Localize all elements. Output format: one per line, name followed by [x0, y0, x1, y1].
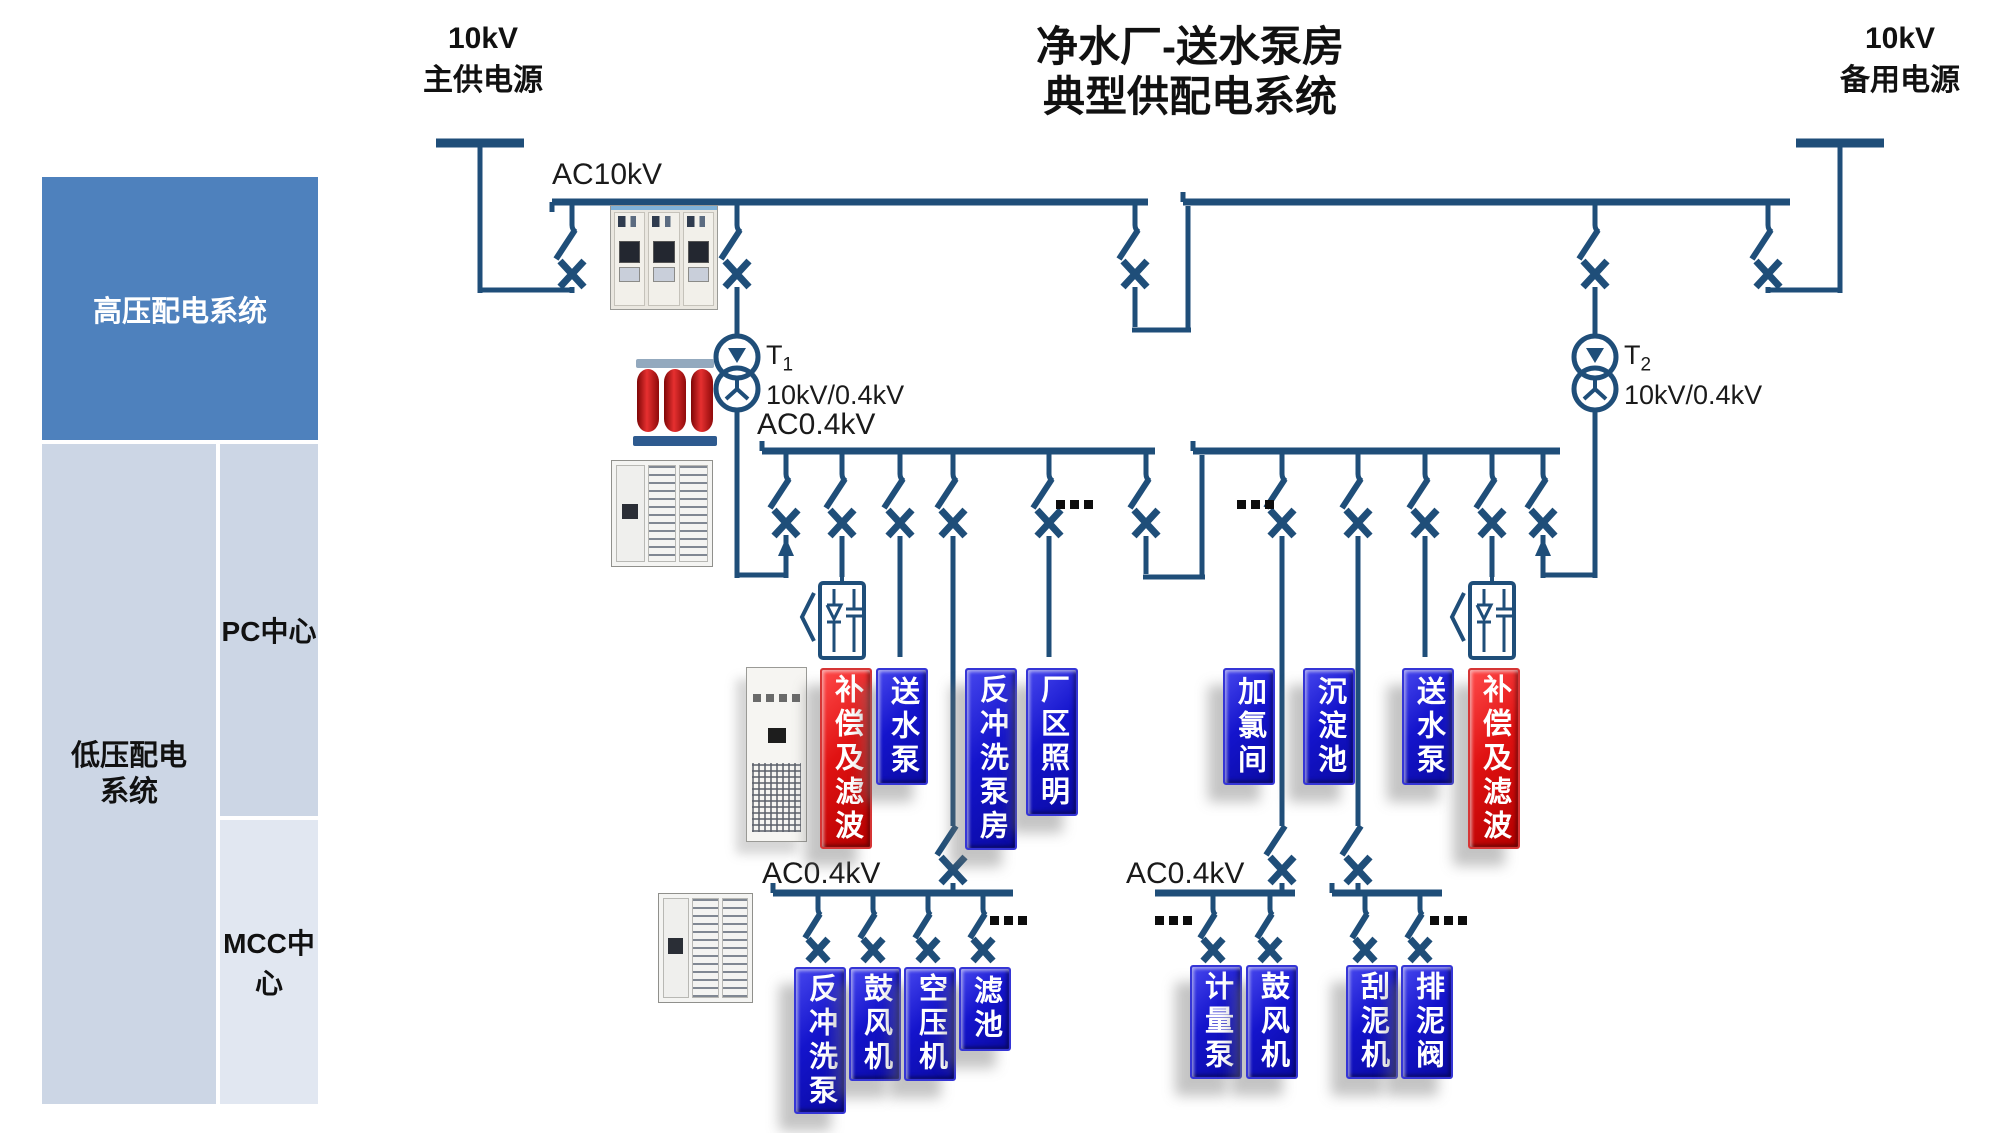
ellipsis-icon — [1155, 916, 1192, 925]
breaker-icon — [1200, 895, 1223, 961]
breaker-icon — [805, 895, 828, 961]
dry-transformer-image — [633, 358, 717, 448]
page-title: 净水厂-送水泵房 典型供配电系统 — [960, 22, 1420, 122]
load-box-sedimentation-tank: 沉淀池 — [1303, 668, 1355, 785]
breaker-icon — [1409, 453, 1437, 536]
transformer-t2-label: T2 10kV/0.4kV — [1624, 340, 1763, 411]
transformer-t1-label: T1 10kV/0.4kV — [766, 340, 905, 411]
breaker-icon — [1130, 453, 1158, 536]
ellipsis-icon — [990, 916, 1027, 925]
breaker-icon — [937, 826, 965, 883]
breaker-icon — [1579, 204, 1607, 287]
breaker-icon — [556, 204, 584, 287]
lv-bus-label-1: AC0.4kV — [757, 408, 876, 441]
load-box-blower-right: 鼓风机 — [1246, 965, 1298, 1079]
sidebar-mcc-center: MCC中心 — [220, 820, 318, 1104]
breaker-icon — [884, 453, 912, 536]
load-box-backwash-pump-house: 反冲洗泵房 — [965, 668, 1017, 850]
svc-compensation-icon — [1450, 575, 1516, 660]
load-box-sludge-scraper: 刮泥机 — [1346, 965, 1398, 1079]
breaker-icon — [937, 453, 965, 536]
load-box-chlorination-room: 加氯间 — [1223, 668, 1275, 785]
breaker-icon — [860, 895, 883, 961]
load-box-plant-lighting: 厂区照明 — [1026, 668, 1078, 816]
breaker-icon — [1257, 895, 1280, 961]
breaker-icon — [1407, 895, 1430, 961]
hv-bus-label: AC10kV — [552, 158, 663, 191]
transformer-t2-icon — [1574, 336, 1616, 410]
lv-bus-label-2: AC0.4kV — [762, 857, 881, 890]
page-title-line1: 净水厂-送水泵房 — [1036, 23, 1344, 70]
breaker-icon — [1527, 453, 1555, 536]
breaker-icon — [970, 895, 993, 961]
breaker-icon — [1342, 826, 1370, 883]
load-box-sludge-discharge-valve: 排泥阀 — [1401, 965, 1453, 1079]
sidebar-lv-label-line1: 低压配电 — [70, 740, 187, 772]
lv-bus-tie — [1143, 455, 1205, 580]
breaker-icon — [1752, 204, 1780, 287]
load-box-water-supply-pump-left: 送水泵 — [876, 668, 928, 785]
breaker-icon — [1266, 826, 1294, 883]
ellipsis-icon — [1056, 500, 1093, 509]
load-box-backwash-pump: 反冲洗泵 — [794, 967, 846, 1114]
breaker-icon — [1119, 204, 1147, 287]
breaker-icon — [915, 895, 938, 961]
breaker-icon — [1476, 453, 1504, 536]
hv-bus-tie — [1132, 206, 1191, 333]
transformer-t1-icon — [716, 336, 758, 410]
sidebar-pc-label: PC中心 — [221, 616, 317, 647]
flow-arrow-icon — [1535, 538, 1551, 556]
lv-bus-label-3: AC0.4kV — [1126, 857, 1245, 890]
hv-switchgear-image — [610, 205, 718, 310]
load-box-water-supply-pump-right: 送水泵 — [1402, 668, 1454, 785]
sidebar-lv-distribution: 低压配电 系统 — [42, 444, 216, 1104]
mcc-cabinet-image — [658, 893, 753, 1003]
breaker-icon — [1033, 453, 1061, 536]
transformer-t2-ratio: 10kV/0.4kV — [1624, 380, 1763, 411]
page-title-line2: 典型供配电系统 — [1042, 73, 1337, 120]
backup-source-feed — [1765, 138, 1884, 293]
load-box-compensation-filter-left: 补偿及滤波 — [820, 668, 872, 849]
capacitor-cabinet-image — [746, 667, 807, 842]
sidebar-lv-label-line2: 系统 — [99, 776, 158, 808]
sidebar-hv-label: 高压配电系统 — [92, 295, 267, 328]
backup-source-label: 10kV 备用电源 — [1840, 22, 1960, 97]
svc-compensation-icon — [800, 575, 866, 660]
transformer-t1-ratio: 10kV/0.4kV — [766, 380, 905, 411]
load-box-metering-pump: 计量泵 — [1190, 965, 1242, 1079]
sidebar-hv-distribution: 高压配电系统 — [42, 177, 318, 440]
main-source-feed — [436, 138, 575, 293]
breaker-icon — [826, 453, 854, 536]
load-box-blower-left: 鼓风机 — [849, 967, 901, 1081]
main-source-label: 10kV 主供电源 — [423, 22, 543, 97]
breaker-icon — [721, 204, 749, 287]
breaker-icon — [770, 453, 798, 536]
breaker-icon — [1342, 453, 1370, 536]
load-box-air-compressor: 空压机 — [904, 967, 956, 1081]
breaker-icon — [1266, 453, 1294, 536]
breaker-icon — [1352, 895, 1375, 961]
sidebar-mcc-label: MCC中心 — [223, 928, 315, 999]
load-box-filter-tank: 滤池 — [959, 967, 1011, 1051]
ellipsis-icon — [1237, 500, 1274, 509]
ellipsis-icon — [1430, 916, 1467, 925]
flow-arrow-icon — [778, 538, 794, 556]
load-box-compensation-filter-right: 补偿及滤波 — [1468, 668, 1520, 849]
lv-switchgear-image — [611, 460, 713, 567]
sidebar-pc-center: PC中心 — [220, 444, 318, 816]
